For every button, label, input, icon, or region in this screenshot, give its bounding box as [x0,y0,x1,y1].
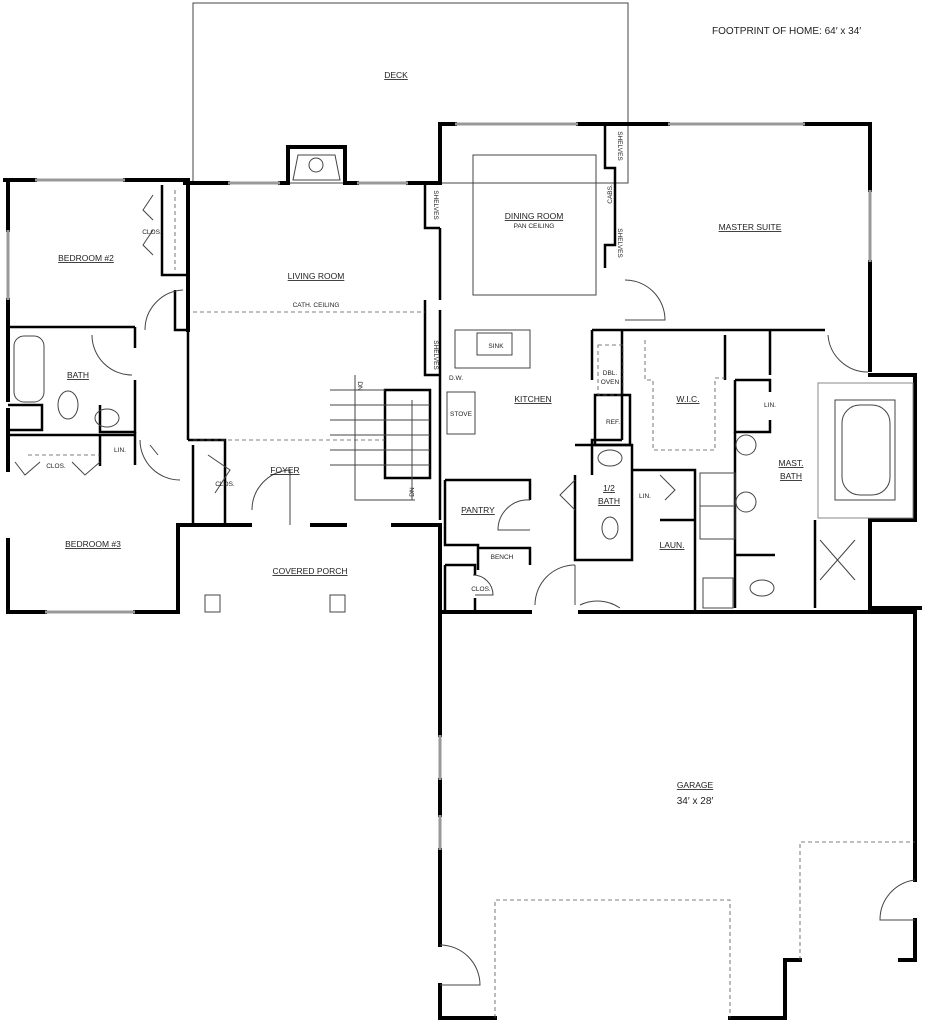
shelves-stair: SHELVES [432,340,439,370]
ref-label: REF. [606,419,620,426]
room-mast-bath-2: BATH [780,471,802,481]
room-pantry: PANTRY [461,505,495,515]
room-laundry: LAUN. [659,540,684,550]
bed3-closet: CLOS. [46,463,66,470]
dbl-oven-label: DBL. [603,370,618,377]
room-master-suite: MASTER SUITE [719,222,782,232]
room-deck: DECK [384,70,408,80]
cath-ceiling-label: CATH. CEILING [293,302,340,309]
stair-dn-2: DN [409,487,416,497]
sink-label: SINK [488,343,504,350]
stair-dn-1: DN [356,381,363,391]
room-kitchen: KITCHEN [514,394,551,404]
pan-ceiling-label: PAN CEILING [514,223,555,230]
room-covered-porch: COVERED PORCH [272,566,347,576]
garage-size: 34′ x 28′ [677,796,714,807]
cabs-label: CABS. [607,184,614,204]
room-foyer: FOYER [270,465,299,475]
hall-linen: LIN. [114,447,126,454]
bench-label: BENCH [491,554,514,561]
room-bath: BATH [67,370,89,380]
shelves-dining-2: SHELVES [616,228,623,258]
room-living-room: LIVING ROOM [288,271,345,281]
room-wic: W.I.C. [676,394,699,404]
oven-label: OVEN [601,379,620,386]
room-bedroom-2: BEDROOM #2 [58,253,114,263]
labels: FOOTPRINT OF HOME: 64′ x 34′ DECK BEDROO… [46,26,861,807]
windows [6,122,872,850]
room-dining: DINING ROOM [505,211,564,221]
room-bedroom-3: BEDROOM #3 [65,539,121,549]
fixtures [13,154,915,1018]
mud-closet: CLOS. [471,586,491,593]
room-half-bath-1: 1/2 [603,483,615,493]
footprint-label: FOOTPRINT OF HOME: 64′ x 34′ [712,26,861,37]
shelves-dining-1: SHELVES [616,131,623,161]
room-half-bath-2: BATH [598,496,620,506]
exterior-walls [3,122,922,1020]
room-mast-bath-1: MAST. [778,458,803,468]
mbath-linen: LIN. [764,402,776,409]
foyer-closet: CLOS. [215,481,235,488]
laun-linen: LIN. [639,493,651,500]
dw-label: D.W. [449,375,463,382]
door-swings [14,194,916,986]
deck-outline [192,2,629,184]
bed2-closet: CLOS. [142,229,162,236]
shelves-living: SHELVES [432,190,439,220]
room-garage: GARAGE [677,780,714,790]
stove-label: STOVE [450,411,473,418]
